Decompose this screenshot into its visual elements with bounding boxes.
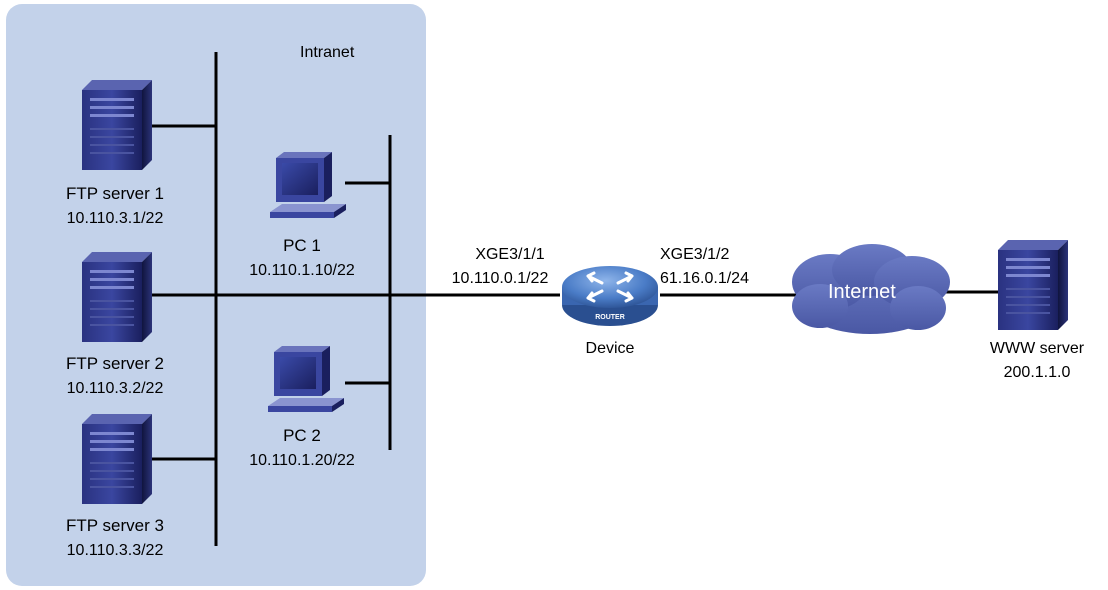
ftp-server-2-icon — [82, 252, 152, 342]
www-server-name: WWW server — [989, 340, 1085, 357]
pc-1-ip: 10.110.1.10/22 — [249, 262, 355, 279]
router-icon: ROUTER — [562, 266, 658, 326]
router-if-left-name: XGE3/1/1 — [475, 246, 545, 263]
ftp-server-3-icon — [82, 414, 152, 504]
internet-label: Internet — [828, 281, 896, 303]
pc-1-name: PC 1 — [283, 236, 321, 255]
pc-2-ip: 10.110.1.20/22 — [249, 452, 355, 469]
ftp-server-2-name: FTP server 2 — [66, 354, 164, 373]
pc-1-icon — [270, 152, 346, 218]
router-badge: ROUTER — [595, 314, 625, 321]
router-if-right-ip: 61.16.0.1/24 — [660, 270, 749, 287]
www-server-icon — [998, 240, 1068, 330]
ftp-server-3-name: FTP server 3 — [66, 516, 164, 535]
ftp-server-2-ip: 10.110.3.2/22 — [66, 380, 164, 397]
internet-cloud — [792, 244, 950, 334]
pc-2-icon — [268, 346, 344, 412]
pc-2-name: PC 2 — [283, 426, 321, 445]
ftp-server-1-name: FTP server 1 — [66, 184, 164, 203]
device-name: Device — [585, 340, 635, 357]
ftp-server-1-icon — [82, 80, 152, 170]
ftp-server-3-ip: 10.110.3.3/22 — [66, 542, 164, 559]
router-if-left-ip: 10.110.0.1/22 — [451, 270, 549, 287]
router-if-right-name: XGE3/1/2 — [660, 246, 730, 263]
ftp-server-1-ip: 10.110.3.1/22 — [66, 210, 164, 227]
intranet-label: Intranet — [300, 44, 355, 61]
www-server-ip: 200.1.1.0 — [1003, 364, 1071, 381]
